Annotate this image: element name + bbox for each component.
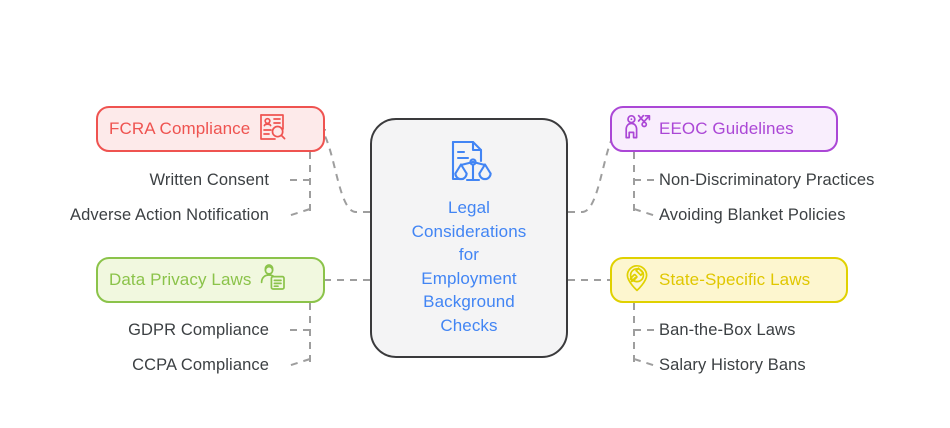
branch-node-data-privacy[interactable]: Data Privacy Laws <box>96 257 325 303</box>
person-document-privacy-icon <box>259 263 287 297</box>
leaf-non-discriminatory-practices[interactable]: Non-Discriminatory Practices <box>659 171 875 189</box>
connector-fcra-to-adverse-action <box>287 208 311 217</box>
leaf-written-consent[interactable]: Written Consent <box>149 171 269 189</box>
person-no-discrimination-icon <box>623 113 651 146</box>
leaf-ban-the-box-laws[interactable]: Ban-the-Box Laws <box>659 321 796 339</box>
leaf-salary-history-bans[interactable]: Salary History Bans <box>659 356 806 374</box>
connector-state-to-salary-history <box>633 358 657 367</box>
leaf-ccpa-compliance[interactable]: CCPA Compliance <box>132 356 269 374</box>
location-pin-gavel-icon <box>623 264 651 297</box>
central-node[interactable]: Legal Considerations for Employment Back… <box>370 118 568 358</box>
branch-node-eeoc[interactable]: EEOC Guidelines <box>610 106 838 152</box>
branch-node-state-specific-label: State-Specific Laws <box>659 270 811 289</box>
leaf-avoiding-blanket-policies[interactable]: Avoiding Blanket Policies <box>659 206 846 224</box>
branch-node-data-privacy-label: Data Privacy Laws <box>109 270 252 289</box>
connector-eeoc-to-avoiding-blanket <box>633 208 657 217</box>
connector-central-to-fcra <box>324 129 370 213</box>
central-node-label: Legal Considerations for Employment Back… <box>411 198 527 335</box>
leaf-adverse-action-notification[interactable]: Adverse Action Notification <box>70 206 269 224</box>
branch-node-state-specific[interactable]: State-Specific Laws <box>610 257 848 303</box>
branch-node-eeoc-label: EEOC Guidelines <box>659 119 794 138</box>
leaf-gdpr-compliance[interactable]: GDPR Compliance <box>128 321 269 339</box>
branch-node-fcra-label: FCRA Compliance <box>109 119 251 138</box>
connector-central-to-eeoc <box>568 129 614 213</box>
connector-privacy-to-ccpa <box>287 358 311 367</box>
document-scales-of-justice-icon <box>443 139 495 190</box>
id-card-magnifier-icon <box>258 113 286 146</box>
branch-node-fcra[interactable]: FCRA Compliance <box>96 106 325 152</box>
